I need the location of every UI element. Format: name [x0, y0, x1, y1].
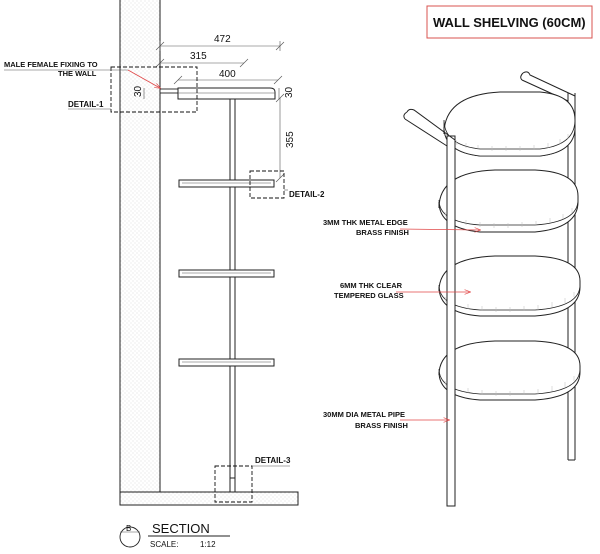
section-title-block: B SECTION SCALE: 1:12	[119, 521, 230, 549]
top-shelf	[177, 87, 276, 100]
shelf-4	[178, 358, 275, 367]
edge-note-line1: 3MM THK METAL EDGE	[323, 218, 408, 227]
shelf-2	[178, 179, 275, 188]
title: WALL SHELVING (60CM)	[433, 15, 586, 30]
wall	[120, 0, 160, 492]
detail-3-box	[214, 465, 253, 503]
floor	[119, 491, 299, 506]
isometric-view	[403, 71, 581, 507]
detail-3-label: DETAIL-3	[255, 456, 291, 465]
shelf-3	[178, 269, 275, 278]
detail-2-label: DETAIL-2	[289, 190, 325, 199]
detail-1-box	[110, 66, 198, 113]
detail-2-box	[249, 170, 285, 199]
fixing-note-line1: MALE FEMALE FIXING TO	[4, 60, 98, 69]
dim-355: 355	[285, 131, 296, 148]
iso-notes: 3MM THK METAL EDGE BRASS FINISH 6MM THK …	[323, 218, 480, 430]
dim-472: 472	[214, 34, 231, 45]
iso-shelf-2	[438, 169, 579, 233]
detail-1-label: DETAIL-1	[68, 100, 104, 109]
dim-30-right: 30	[284, 86, 295, 98]
iso-shelf-1	[443, 91, 576, 157]
iso-shelf-4	[438, 340, 581, 401]
dim-315: 315	[190, 51, 207, 62]
scale-value: 1:12	[200, 540, 216, 549]
glass-note-line1: 6MM THK CLEAR	[340, 281, 403, 290]
iso-shelf-3	[438, 255, 581, 317]
iso-front-pipe	[446, 135, 456, 507]
fixing-note-line2: THE WALL	[58, 69, 97, 78]
pipe-note-line2: BRASS FINISH	[355, 421, 408, 430]
section-view: 472 315 400 30 30 355	[4, 0, 325, 506]
scale-label: SCALE:	[150, 540, 178, 549]
title-box	[426, 5, 593, 39]
dim-30-left: 30	[133, 85, 144, 97]
section-marker-letter: B	[126, 524, 131, 533]
edge-note-line2: BRASS FINISH	[356, 228, 409, 237]
dimensions: 472 315 400 30 30 355	[133, 34, 296, 183]
glass-note-line2: TEMPERED GLASS	[334, 291, 404, 300]
section-title: SECTION	[152, 521, 210, 536]
pipe-note-line1: 30MM DIA METAL PIPE	[323, 410, 405, 419]
vertical-pipe	[229, 91, 236, 493]
dim-400: 400	[219, 69, 236, 80]
